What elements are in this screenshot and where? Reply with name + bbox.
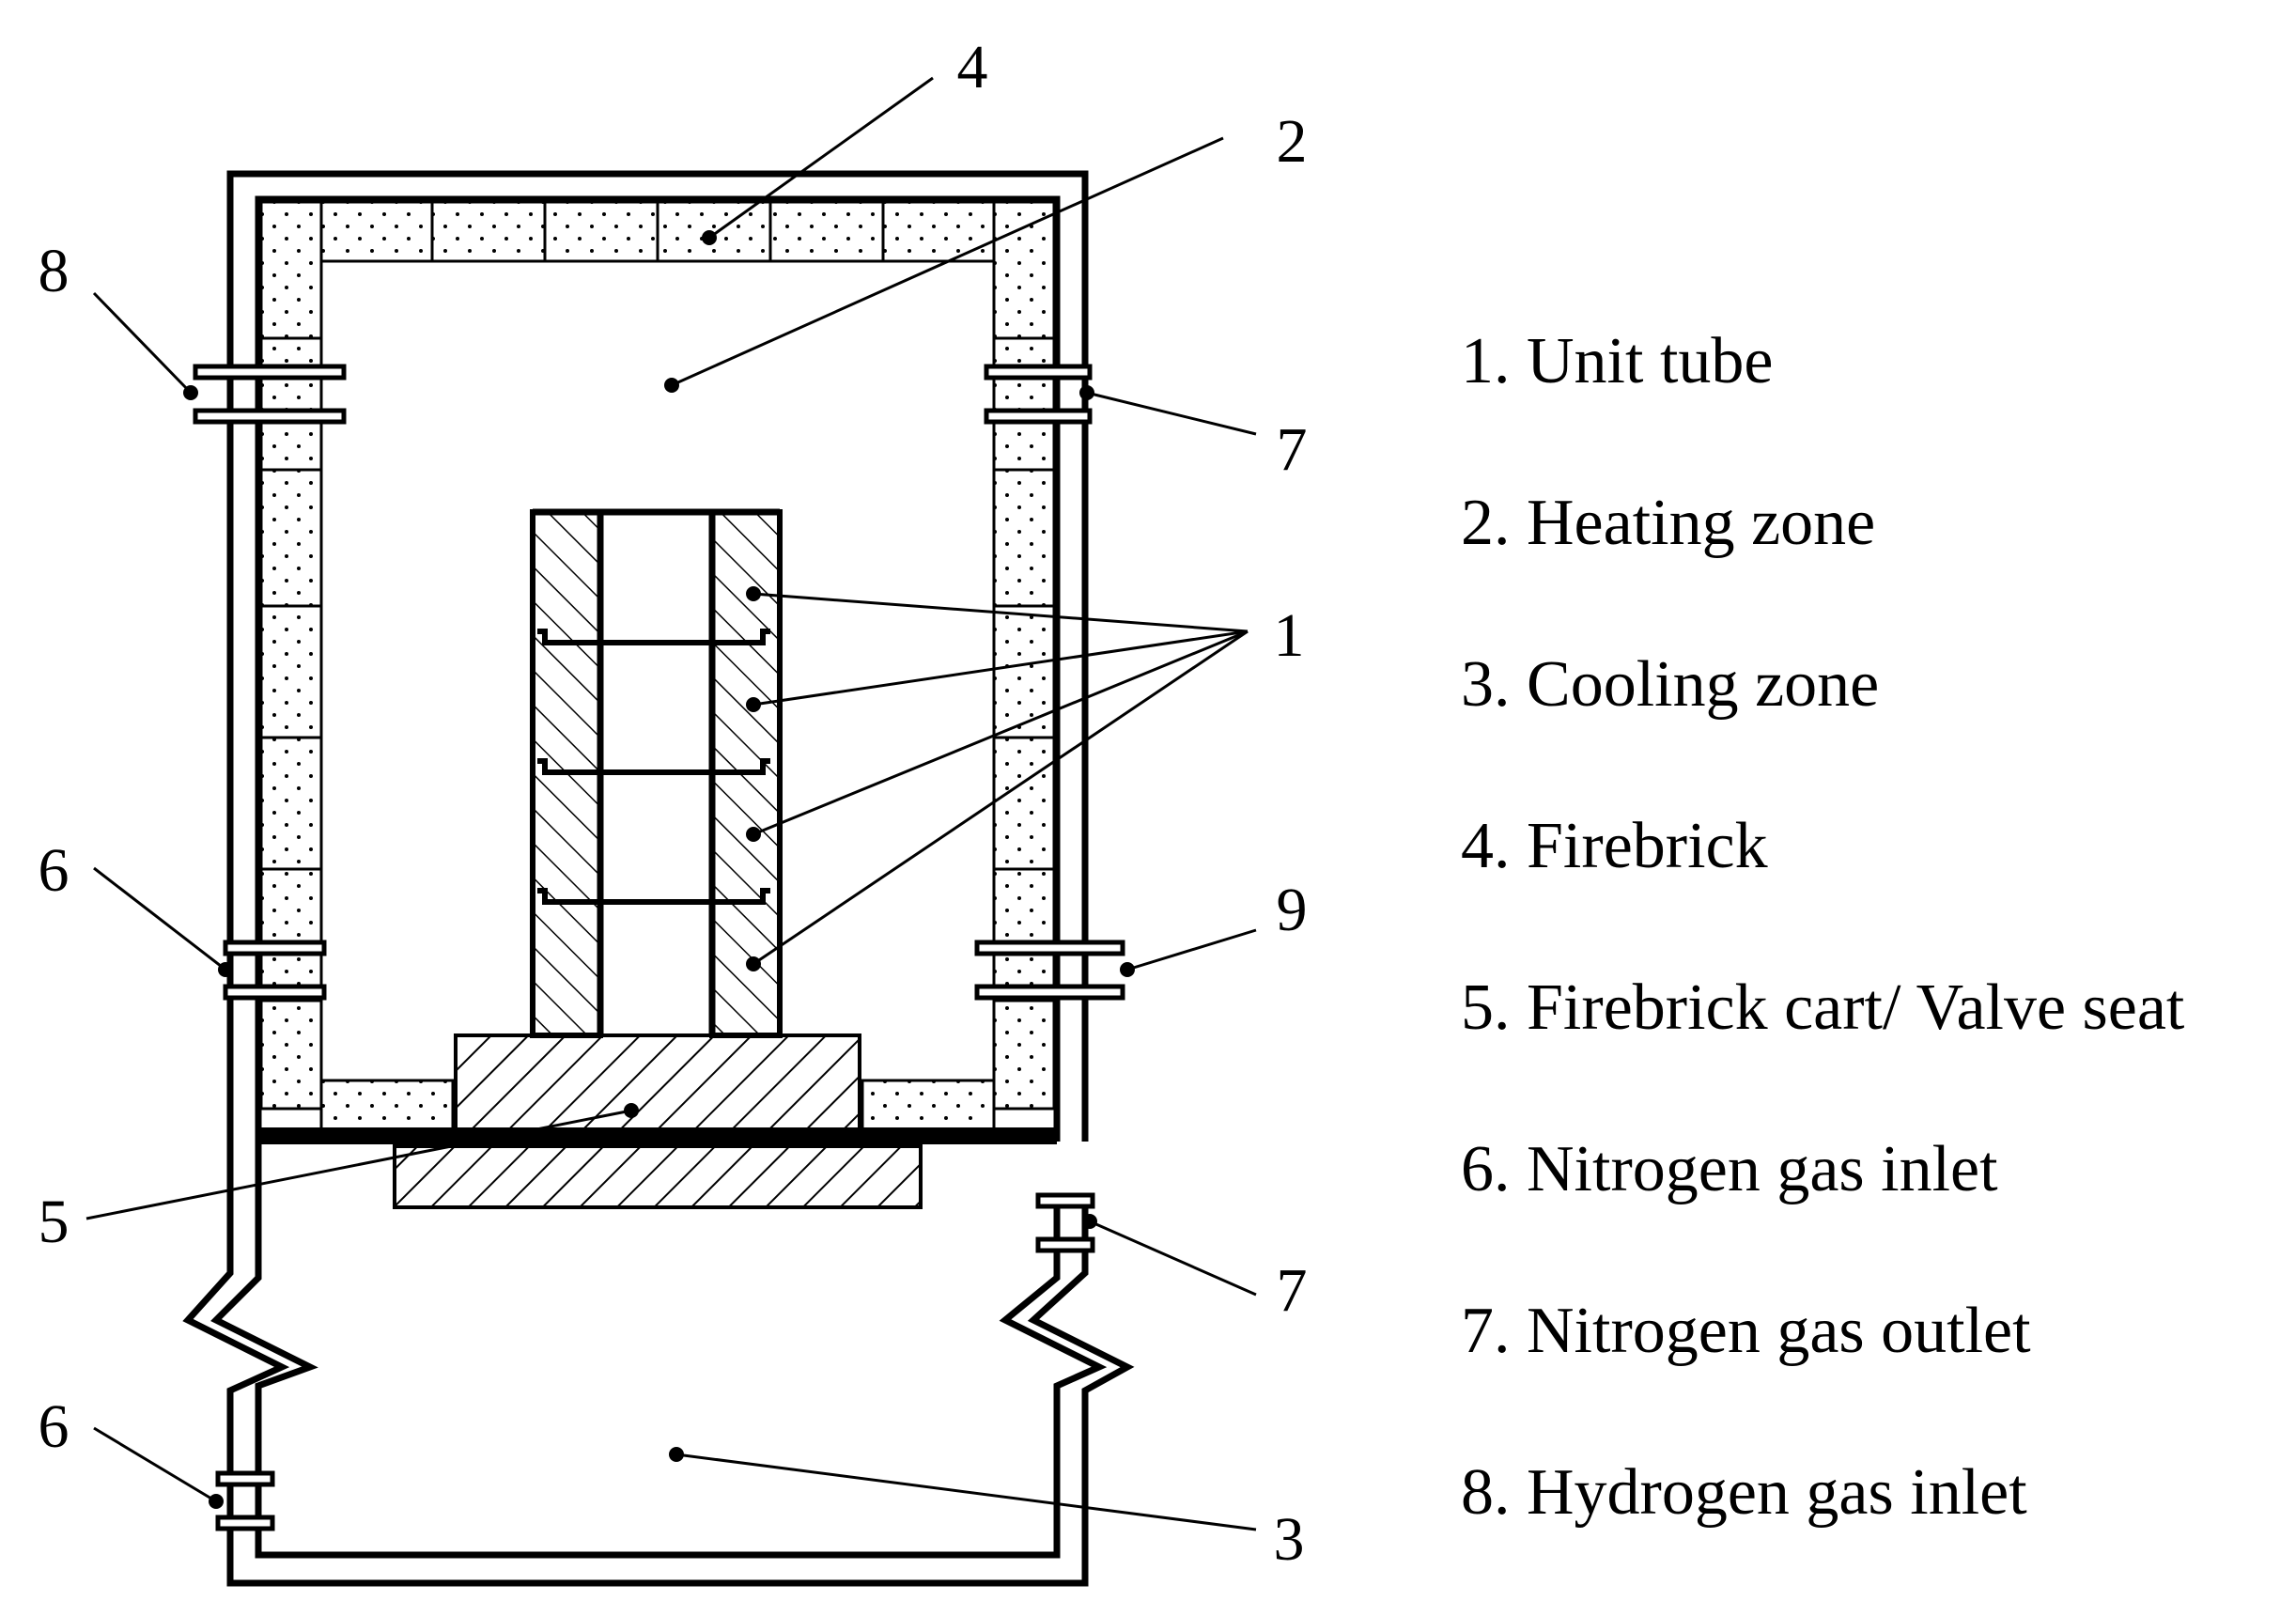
legend-item-cooling-zone: 3. Cooling zone [1461,648,1880,721]
callout-3: 3 [1274,1505,1305,1574]
callout-9: 9 [1277,876,1308,944]
legend-item-unit-tube: 1. Unit tube [1461,325,1774,397]
callout-labels: 4 2 8 7 1 6 9 5 7 6 3 [39,33,1308,1574]
nitrogen-gas-inlet-port-bottom [215,1470,275,1531]
legend-item-hydrogen-inlet: 8. Hydrogen gas inlet [1461,1456,2027,1529]
callout-5: 5 [39,1188,70,1256]
callout-4: 4 [957,33,988,101]
callout-7-bottom: 7 [1277,1256,1308,1325]
gas-ports [193,364,1125,1531]
legend-item-firebrick: 4. Firebrick [1461,810,1768,882]
leader-lines [85,76,1257,1531]
heating-zone-shell [226,170,1089,1142]
firebrick-lining [259,200,1056,1131]
nitrogen-gas-inlet-port-top [223,940,327,1001]
legend: 1. Unit tube 2. Heating zone 3. Cooling … [1461,319,2184,1612]
callout-2: 2 [1277,107,1308,176]
port-9 [974,940,1125,1001]
callout-7-top: 7 [1277,415,1308,484]
cooling-zone-shell [182,1142,1135,1587]
leader-dots [183,230,1135,1509]
legend-item-nitrogen-outlet: 7. Nitrogen gas outlet [1461,1295,2031,1367]
callout-6-bottom: 6 [39,1392,70,1461]
legend-item-heating-zone: 2. Heating zone [1461,487,1876,559]
callout-1: 1 [1274,601,1305,670]
unit-tube [530,508,783,1038]
legend-item-firebrick-cart: 5. Firebrick cart/ Valve seat [1461,971,2185,1044]
nitrogen-gas-outlet-port-bottom [1035,1192,1095,1253]
firebrick-cart [393,1033,923,1209]
hydrogen-gas-inlet-port [193,364,347,425]
callout-8: 8 [39,237,70,305]
legend-item-nitrogen-inlet: 6. Nitrogen gas inlet [1461,1133,1998,1205]
callout-6-top: 6 [39,836,70,905]
nitrogen-gas-outlet-port-top [984,364,1093,425]
